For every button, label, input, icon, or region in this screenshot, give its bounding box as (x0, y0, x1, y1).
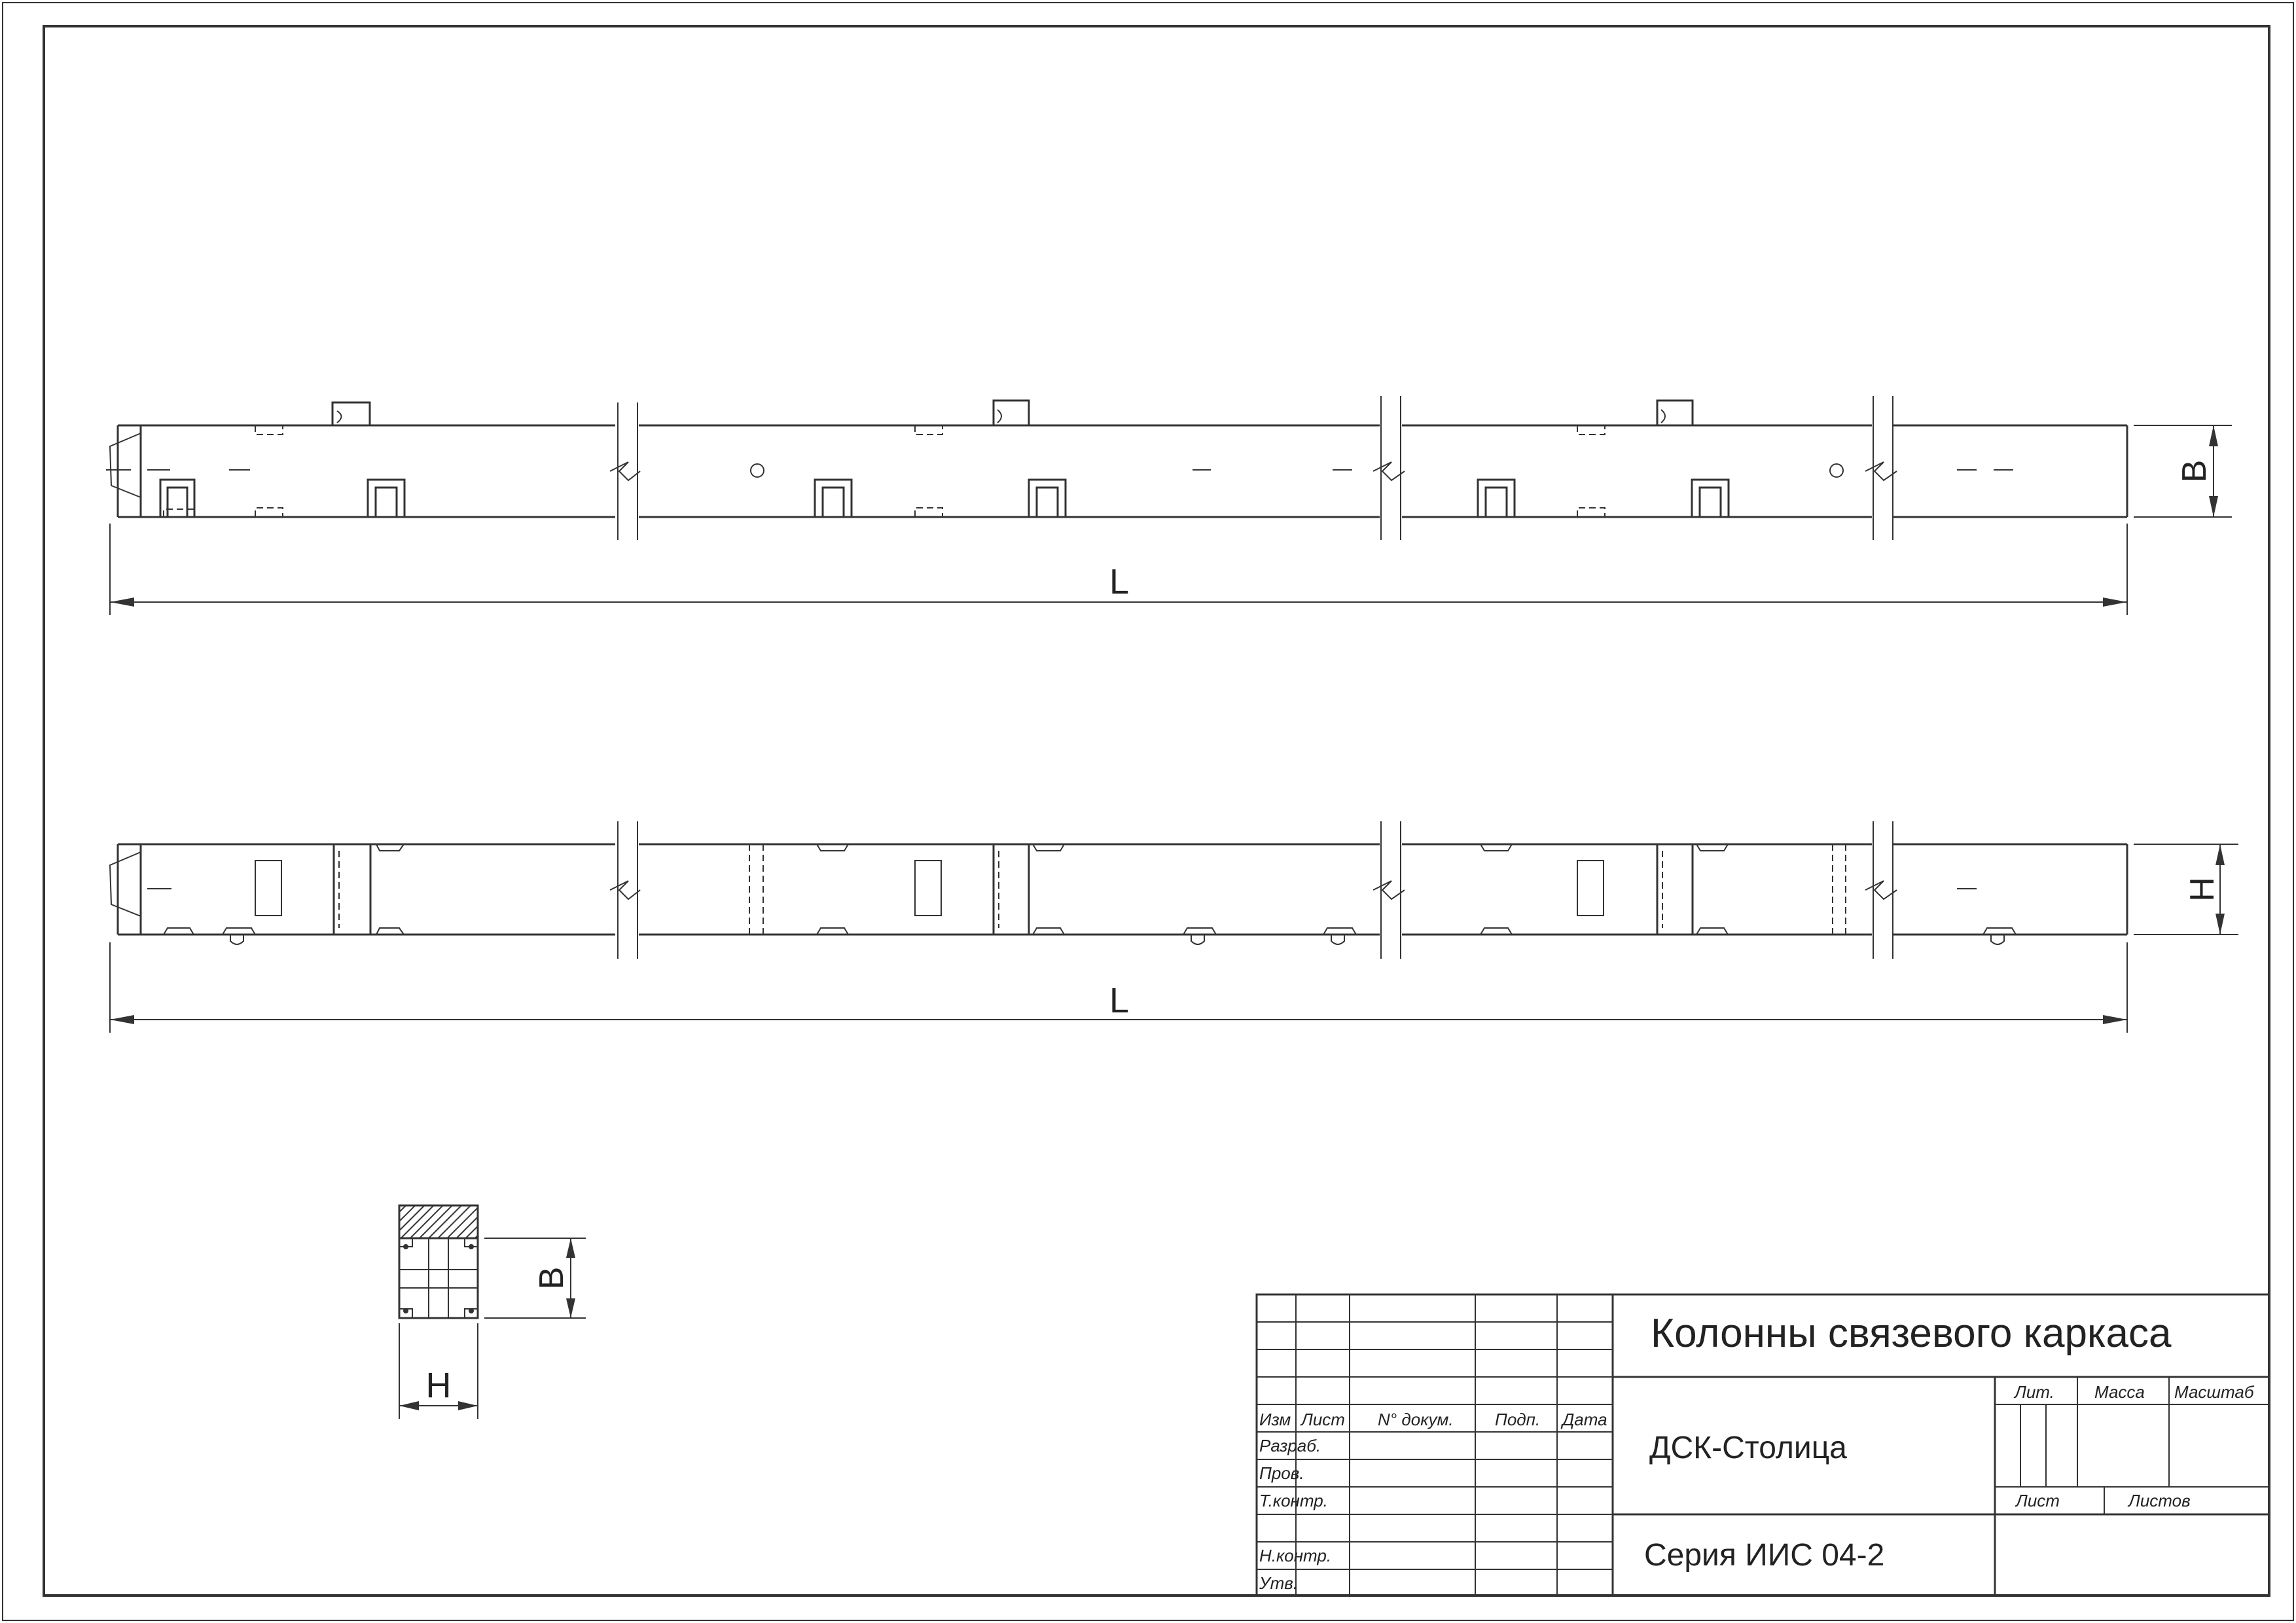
title-block-organization: ДСК-Столица (1649, 1431, 1847, 1465)
role-razrab: Разраб. (1259, 1436, 1321, 1455)
col-list: Лист (1300, 1410, 1345, 1429)
title-block-title: Колонны связевого каркаса (1651, 1311, 2172, 1356)
col-sign: Подп. (1495, 1410, 1540, 1429)
dim-label-l-top: L (1109, 562, 1129, 601)
dim-label-h-bottom: H (2183, 877, 2221, 902)
role-utv: Утв. (1259, 1573, 1298, 1593)
col-date: Дата (1560, 1410, 1607, 1429)
header-lit: Лит. (2013, 1382, 2054, 1402)
header-masshtab: Масштаб (2174, 1382, 2255, 1402)
title-block-series: Серия ИИС 04-2 (1644, 1538, 1884, 1573)
role-prov: Пров. (1259, 1463, 1304, 1483)
role-nkontr: Н.контр. (1259, 1546, 1331, 1565)
header-list: Лист (2015, 1491, 2060, 1510)
dim-label-b-top: B (2176, 460, 2214, 483)
dim-label-l-bottom: L (1109, 981, 1129, 1020)
drawing-frame (43, 25, 2270, 1597)
role-tkontr: Т.контр. (1259, 1491, 1328, 1510)
header-listov: Листов (2127, 1491, 2191, 1510)
column-elevation-top: L B (106, 396, 2232, 615)
col-izm: Изм (1259, 1410, 1291, 1429)
column-elevation-bottom: L H (109, 821, 2238, 1033)
column-cross-section: B H (398, 1204, 586, 1419)
dim-label-b-section: B (533, 1267, 571, 1290)
col-doc-no: N° докум. (1378, 1410, 1454, 1429)
header-massa: Масса (2094, 1382, 2145, 1402)
dim-label-h-section: H (426, 1366, 452, 1405)
title-block: Колонны связевого каркаса ДСК-Столица Се… (1255, 1293, 2270, 1597)
